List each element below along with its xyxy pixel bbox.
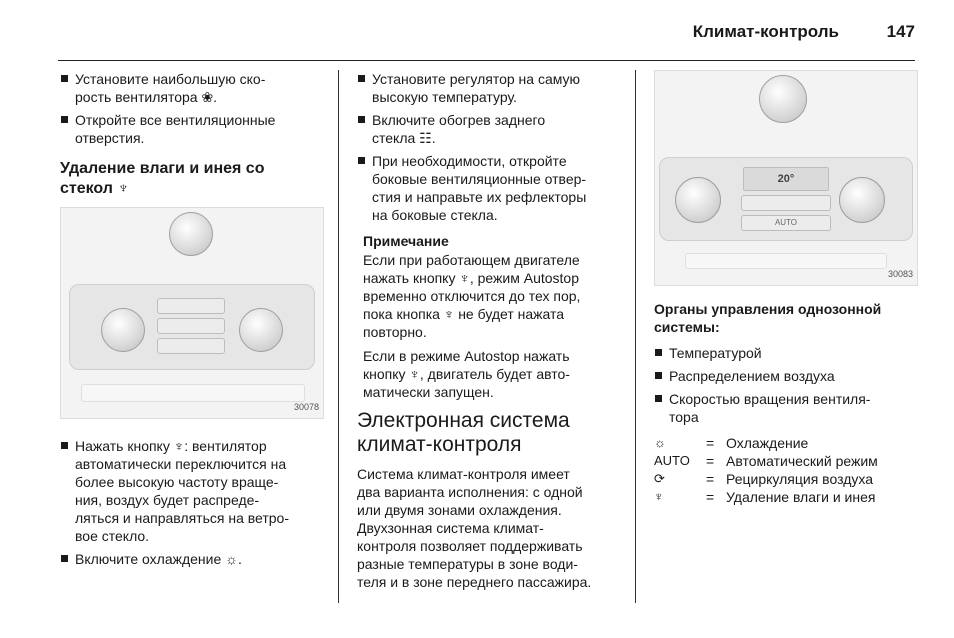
ac-icon: ☼: [654, 435, 666, 450]
column-right: 20° AUTO 30083 Органы управления однозон…: [654, 70, 918, 506]
recirculation-icon: ⟳: [654, 471, 665, 486]
body-paragraph: Система климат-контроля имеет два вариан…: [357, 466, 592, 590]
section-heading: Удаление влаги и инея со стекол ♆: [60, 160, 265, 197]
left-knob-icon: [101, 308, 145, 352]
section-heading: Электронная система климат-контроля: [357, 409, 570, 456]
list-item: Распределением воздуха: [654, 367, 916, 385]
auto-button: AUTO: [741, 215, 831, 231]
note-paragraph: Если при работающем двигателе нажать кно…: [363, 252, 581, 340]
legend-text: Автоматический режим: [726, 453, 878, 469]
legend-equals: =: [706, 471, 715, 487]
page-title: Климат-контроль: [692, 22, 839, 41]
bullet-list: Установите наибольшую ско- рость вентиля…: [60, 70, 322, 147]
legend-text: Удаление влаги и инея: [726, 489, 876, 505]
list-item: Включите охлаждение ☼.: [60, 550, 322, 568]
list-item: Скоростью вращения вентиля- тора: [654, 390, 916, 426]
note-title: Примечание: [363, 233, 449, 249]
list-item: Откройте все вентиляционные отверстия.: [60, 111, 322, 147]
list-item: Установите регулятор на самую высокую те…: [357, 70, 619, 106]
bullet-list: Температурой Распределением воздуха Скор…: [654, 344, 916, 426]
list-item: Температурой: [654, 344, 916, 362]
climate-panel-figure: 30078: [60, 207, 324, 419]
legend-equals: =: [706, 453, 715, 469]
figure-number: 30078: [293, 402, 319, 412]
legend-row: ☼ = Охлаждение: [654, 434, 916, 452]
panel-button-icon: [157, 338, 225, 354]
panel-button-icon: [741, 195, 831, 211]
figure-number: 30083: [887, 269, 913, 279]
left-knob-icon: [675, 177, 721, 223]
list-item: Включите обогрев заднего стекла ☷.: [357, 111, 619, 147]
lower-strip-icon: [81, 384, 305, 402]
lower-strip-icon: [685, 253, 887, 269]
legend-equals: =: [706, 489, 715, 505]
panel-button-icon: [157, 298, 225, 314]
symbol-legend: ☼ = Охлаждение AUTO = Автоматический реж…: [654, 434, 916, 506]
list-item: Установите наибольшую ско- рость вентиля…: [60, 70, 322, 106]
right-knob-icon: [839, 177, 885, 223]
right-knob-icon: [239, 308, 283, 352]
panel-button-icon: [157, 318, 225, 334]
legend-equals: =: [706, 435, 715, 451]
column-divider: [338, 70, 339, 603]
temperature-display: 20°: [743, 167, 829, 191]
legend-row: AUTO = Автоматический режим: [654, 452, 916, 470]
page-header: Климат-контроль 147: [58, 18, 915, 61]
column-middle: Установите регулятор на самую высокую те…: [357, 70, 619, 597]
legend-text: Охлаждение: [726, 435, 809, 451]
bullet-list: Нажать кнопку ♆: вентилятор автоматическ…: [60, 437, 322, 568]
legend-row: ⟳ = Рециркуляция воздуха: [654, 470, 916, 488]
figure-caption: Органы управления однозонной системы:: [654, 301, 882, 335]
top-knob-icon: [759, 75, 807, 123]
legend-text: Рециркуляция воздуха: [726, 471, 873, 487]
defrost-icon: ♆: [654, 489, 664, 504]
auto-icon: AUTO: [654, 453, 690, 468]
page-number: 147: [886, 22, 915, 41]
column-left: Установите наибольшую ско- рость вентиля…: [60, 70, 324, 573]
note-paragraph: Если в режиме Autostop нажать кнопку ♆, …: [363, 348, 570, 400]
legend-row: ♆ = Удаление влаги и инея: [654, 488, 916, 506]
list-item: При необходимости, откройте боковые вент…: [357, 152, 619, 224]
column-divider: [635, 70, 636, 603]
top-knob-icon: [169, 212, 213, 256]
climate-panel-figure: 20° AUTO 30083: [654, 70, 918, 286]
bullet-list: Установите регулятор на самую высокую те…: [357, 70, 619, 224]
list-item: Нажать кнопку ♆: вентилятор автоматическ…: [60, 437, 322, 545]
